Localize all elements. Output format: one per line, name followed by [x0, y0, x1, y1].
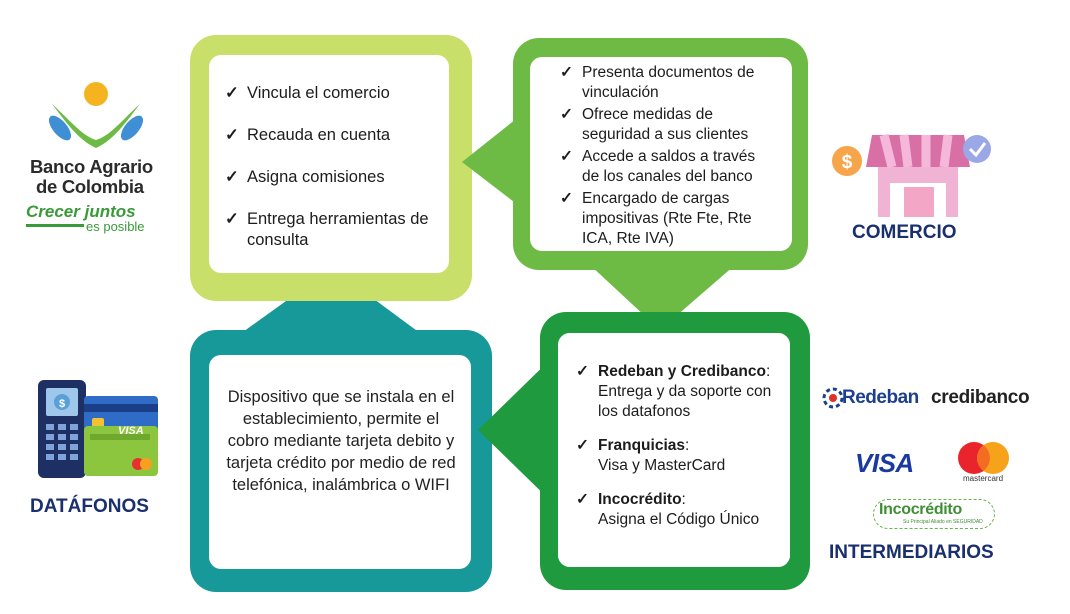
list-item: ✓ Encargado de cargas impositivas (Rte F…	[560, 190, 752, 247]
commerce-roles-list: ✓ Presenta documentos de vinculación ✓ O…	[560, 63, 775, 249]
store-icon: $	[832, 133, 991, 217]
intermediarios-title: INTERMEDIARIOS	[829, 542, 994, 563]
check-icon: ✓	[576, 437, 589, 454]
check-icon: ✓	[560, 148, 573, 165]
card-brand-text: VISA	[118, 425, 144, 437]
list-item: ✓ Incocrédito: Asigna el Código Único	[576, 491, 760, 528]
bank-slogan-line2: es posible	[86, 219, 145, 234]
check-icon: ✓	[225, 210, 239, 228]
datafonos-title: DATÁFONOS	[30, 496, 149, 517]
datafono-description: Dispositivo que se instala en el estable…	[226, 388, 456, 494]
list-item: ✓ Presenta documentos de vinculación	[560, 64, 755, 101]
svg-text:$: $	[842, 152, 853, 173]
mastercard-logo-icon	[958, 442, 1009, 474]
svg-text:$: $	[59, 398, 65, 410]
pos-terminal-icon: $	[38, 380, 158, 478]
list-item: ✓ Accede a saldos a través de los canale…	[560, 148, 756, 185]
check-icon: ✓	[225, 168, 239, 186]
bank-logo: Banco Agrario de Colombia Crecer juntos …	[22, 78, 182, 238]
redeban-logo-icon	[822, 387, 844, 409]
check-icon: ✓	[576, 363, 589, 380]
mastercard-logo-text: mastercard	[963, 474, 1004, 483]
list-item: ✓ Asigna comisiones	[225, 168, 385, 186]
list-item: ✓ Recauda en cuenta	[225, 126, 391, 144]
check-icon: ✓	[225, 126, 239, 144]
visa-logo: VISA	[855, 448, 914, 478]
bank-name-line2: de Colombia	[36, 176, 144, 197]
check-icon: ✓	[560, 64, 573, 81]
dark-green-left-arrow	[478, 350, 560, 510]
intermediaries-list: ✓ Redeban y Credibanco: Entrega y da sop…	[576, 362, 790, 530]
bank-name-line1: Banco Agrario	[30, 156, 153, 177]
redeban-logo: Redeban	[822, 385, 932, 413]
check-icon: ✓	[225, 84, 239, 102]
list-item: ✓ Vincula el comercio	[225, 84, 390, 102]
mid-green-down-arrow	[590, 265, 735, 330]
check-icon: ✓	[560, 190, 573, 207]
check-icon: ✓	[576, 491, 589, 508]
credibanco-logo: credibanco	[931, 387, 1030, 408]
list-item: ✓ Entrega herramientas de consulta	[225, 210, 429, 249]
commerce-title: COMERCIO	[852, 222, 957, 243]
list-item: ✓ Redeban y Credibanco: Entrega y da sop…	[576, 363, 772, 420]
bank-logo-icon	[48, 82, 144, 148]
list-item: ✓ Franquicias: Visa y MasterCard	[576, 437, 726, 474]
incocredito-logo: Incocrédito Su Principal Aliado en SEGUR…	[873, 499, 1003, 531]
check-icon: ✓	[560, 106, 573, 123]
bank-roles-list: ✓ Vincula el comercio ✓ Recauda en cuent…	[225, 83, 440, 251]
list-item: ✓ Ofrece medidas de seguridad a sus clie…	[560, 106, 749, 143]
bank-slogan-line1: Crecer juntos	[26, 202, 136, 221]
